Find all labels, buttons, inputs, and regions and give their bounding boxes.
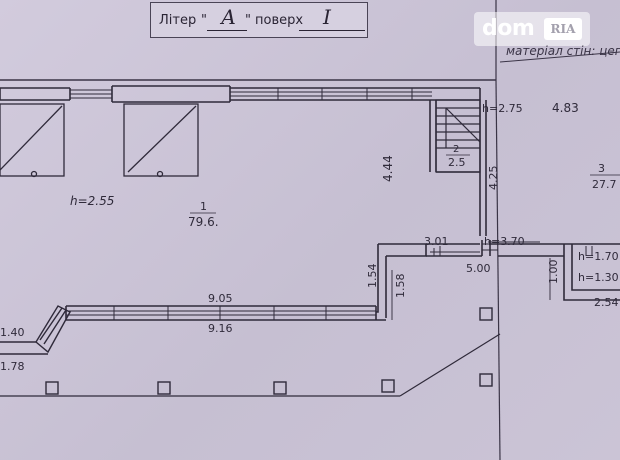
room-1-area: 79.6.	[188, 215, 219, 229]
bottom-windows	[66, 306, 376, 320]
dim-4-25: 4.25	[487, 166, 500, 191]
dim-4-83: 4.83	[552, 101, 579, 115]
room-2-number: 2	[453, 144, 459, 155]
room-3-number: 3	[598, 162, 605, 175]
dim-3-01: 3.01	[424, 235, 449, 248]
dim-1-40: 1.40	[0, 326, 25, 339]
height-stair: h=2.75	[482, 102, 523, 115]
dim-1-78: 1.78	[0, 360, 25, 373]
dim-1-58: 1.58	[394, 274, 407, 299]
dimension-lines	[391, 241, 551, 320]
dim-9-16: 9.16	[208, 322, 233, 335]
quote-open: "	[201, 13, 207, 28]
floor-value: I	[323, 5, 331, 29]
height-right-upper: h=1.70	[578, 250, 619, 263]
quote-close: "	[245, 13, 251, 28]
liter-label: Літер	[159, 13, 197, 28]
watermark-dom: dom	[482, 16, 535, 41]
door-box-left	[0, 103, 65, 178]
watermark-ria: RIA	[544, 18, 582, 40]
dim-2-54: 2.54	[594, 296, 619, 309]
bottom-wall	[65, 305, 386, 321]
dim-1-00: 1.00	[547, 260, 560, 285]
floor-underline	[299, 30, 365, 31]
room-2-area: 2.5	[448, 156, 466, 169]
dom-ria-watermark: dom RIA	[474, 12, 590, 46]
top-window-2	[230, 87, 480, 101]
top-window-1	[70, 89, 112, 99]
dim-4-44: 4.44	[381, 155, 395, 182]
porch-outline	[0, 333, 501, 397]
height-main: h=2.55	[70, 194, 114, 208]
wall-material-label: матеріал стін: цеглa	[506, 44, 620, 58]
dim-9-05: 9.05	[208, 292, 233, 305]
height-right-lower: h=1.30	[578, 271, 619, 284]
room-1-number: 1	[200, 200, 207, 213]
door-box-right	[123, 103, 199, 178]
dim-5-00: 5.00	[466, 262, 491, 275]
liter-value: А	[221, 5, 237, 29]
bay-window	[0, 305, 71, 355]
partition-wall	[479, 100, 487, 236]
floor-label: поверх	[255, 13, 304, 28]
dim-1-54: 1.54	[366, 264, 379, 289]
liter-header-box: Літер " А " поверх I	[150, 2, 368, 38]
room-3-area: 27.7	[592, 178, 617, 191]
height-passage: h=3.70	[484, 235, 525, 248]
column-markers	[45, 307, 493, 395]
inner-door-small	[433, 243, 593, 256]
liter-underline	[207, 30, 247, 31]
